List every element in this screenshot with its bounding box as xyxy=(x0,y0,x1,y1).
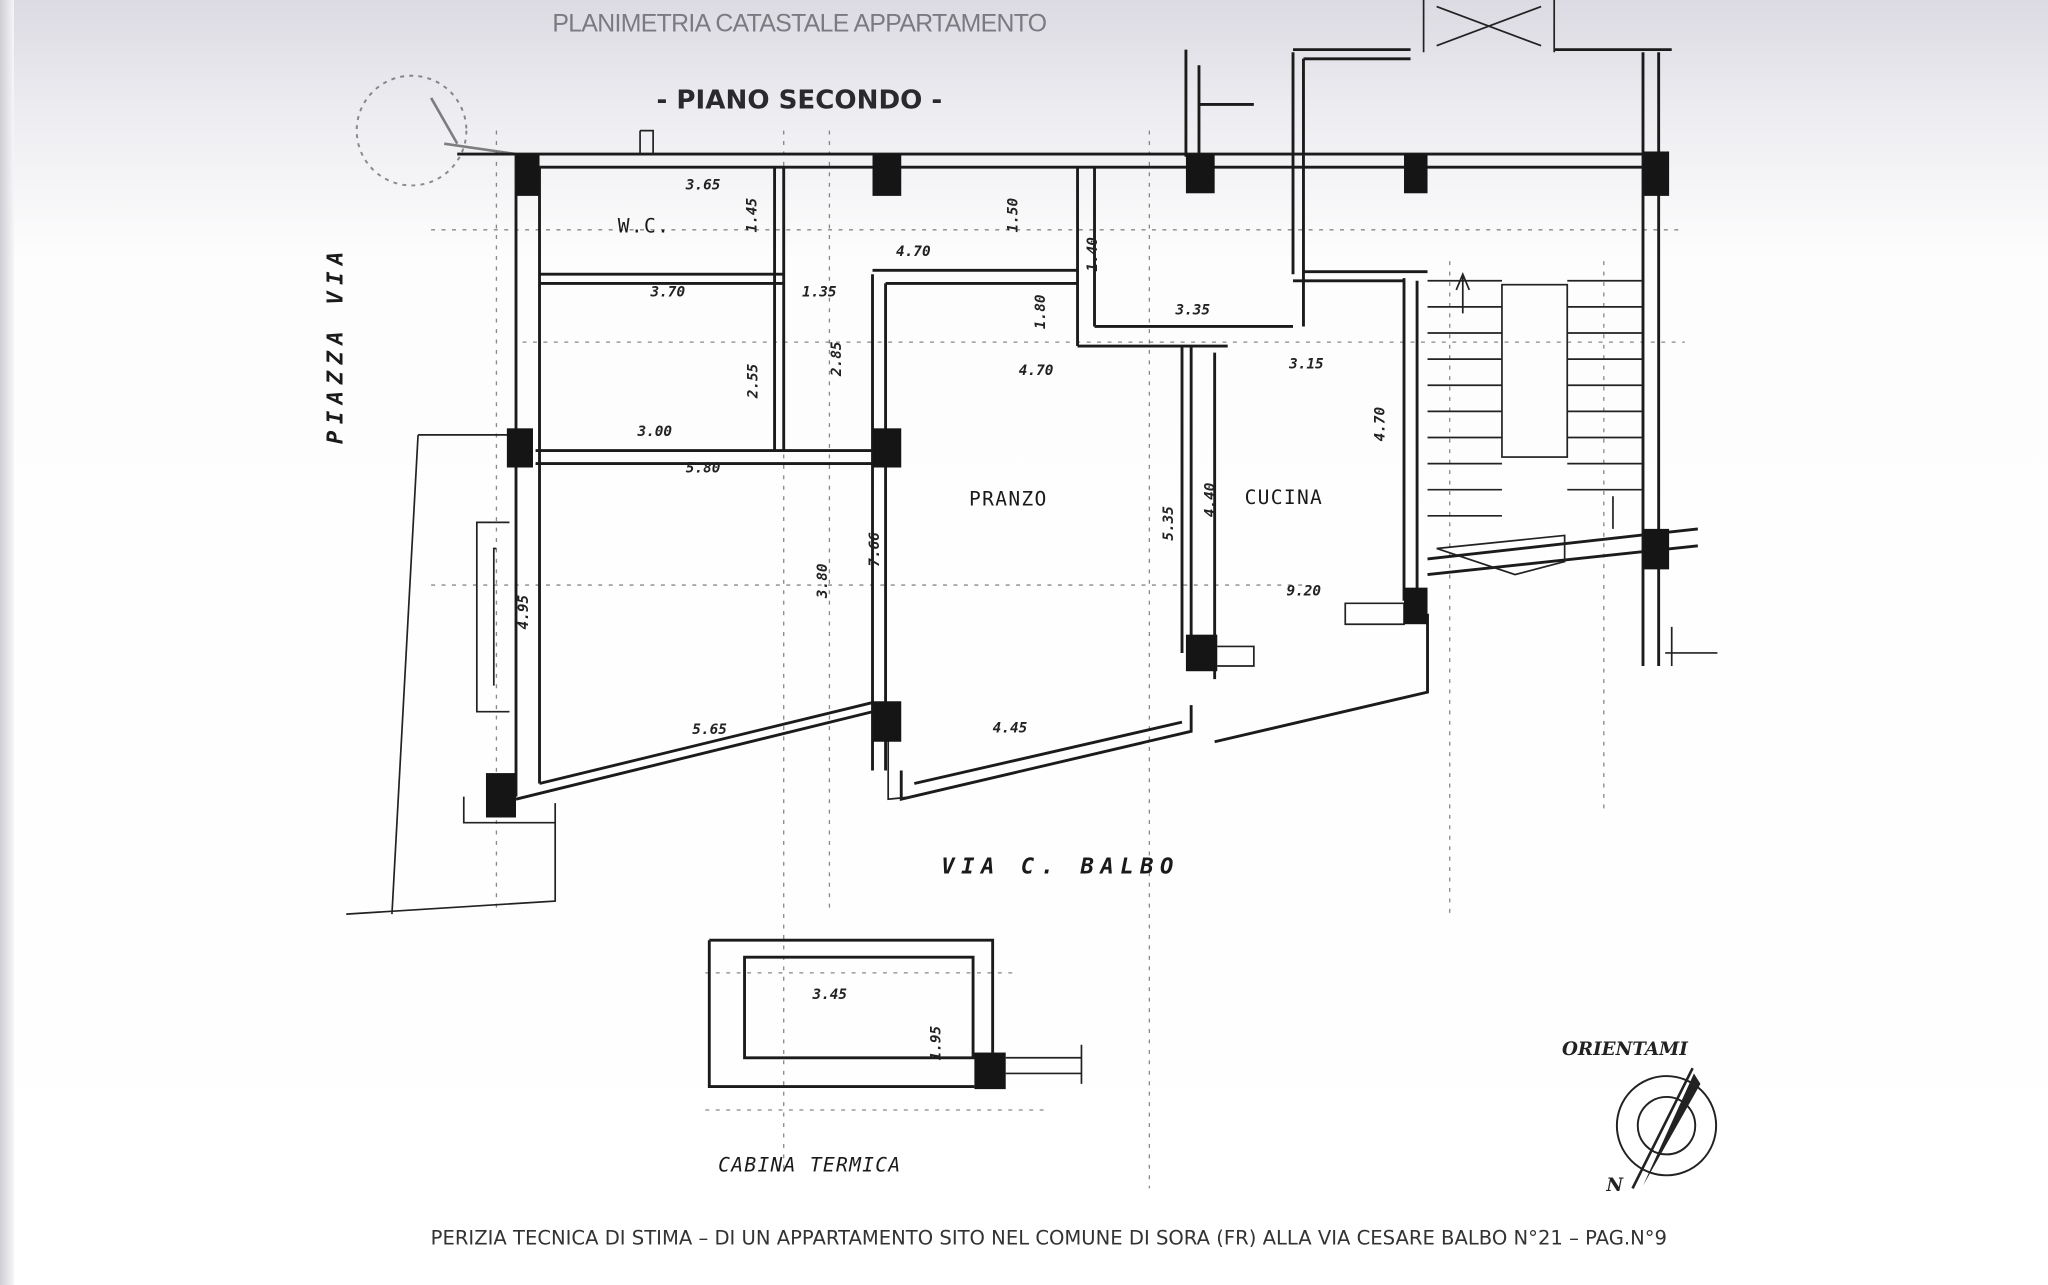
dim-label: 4.45 xyxy=(993,721,1028,737)
dim-label: 3.65 xyxy=(685,177,721,193)
pillars xyxy=(485,151,1670,1090)
dim-label: 3.15 xyxy=(1288,356,1324,372)
room-label-pranzo: PRANZO xyxy=(969,487,1048,510)
staircase xyxy=(1427,272,1643,529)
dim-label: 5.65 xyxy=(692,722,727,738)
dim-label: 3.70 xyxy=(650,284,686,300)
dim-label: 2.85 xyxy=(829,341,845,377)
dim-label: 1.35 xyxy=(802,284,837,300)
plan-title: PLANIMETRIA CATASTALE APPARTAMENTO xyxy=(552,10,1046,37)
dim-label: 5.35 xyxy=(1161,506,1177,541)
room-label-cucina: CUCINA xyxy=(1245,486,1324,509)
dim-label: 4.95 xyxy=(516,595,532,630)
compass-needle-icon xyxy=(1642,1073,1701,1186)
scan-edge xyxy=(0,0,14,1285)
dim-label: 5.80 xyxy=(686,461,721,477)
compass-outer-ring xyxy=(1615,1075,1718,1177)
compass-north: N xyxy=(1605,1175,1624,1196)
dim-label: 9.20 xyxy=(1286,583,1321,599)
dim-label: 1.95 xyxy=(928,1025,944,1060)
construction-grid xyxy=(431,130,1685,1189)
dim-label: 3.80 xyxy=(815,563,831,599)
page-footer: PERIZIA TECNICA DI STIMA – DI UN APPARTA… xyxy=(431,1227,1667,1250)
dim-label: 3.45 xyxy=(811,987,847,1003)
compass-inner-ring xyxy=(1636,1095,1697,1156)
cabina-termica xyxy=(707,938,1083,1088)
street-label-via-balbo: VIA C. BALBO xyxy=(941,854,1180,880)
dimension-labels: 3.65 1.45 1.50 4.70 1.40 3.70 1.35 1.80 … xyxy=(516,177,1389,1060)
room-label-cabina-termica: CABINA TERMICA xyxy=(718,1153,901,1176)
compass-label: ORIENTAMI xyxy=(1562,1039,1689,1060)
floor-subtitle: - PIANO SECONDO - xyxy=(657,85,943,115)
north-compass: ORIENTAMI N xyxy=(1562,1039,1718,1196)
dim-label: 1.45 xyxy=(744,198,760,233)
dim-label: 2.55 xyxy=(746,363,762,399)
dim-label: 1.50 xyxy=(1005,198,1021,233)
dim-label: 3.35 xyxy=(1174,303,1210,319)
dim-label: 1.40 xyxy=(1085,237,1101,272)
dim-label: 4.70 xyxy=(896,244,931,260)
dim-label: 4.40 xyxy=(1203,482,1219,517)
dim-label: 7.66 xyxy=(867,532,883,567)
dim-label: 3.00 xyxy=(636,424,672,440)
dim-label: 4.70 xyxy=(1372,406,1388,441)
dim-label: 1.80 xyxy=(1033,294,1049,329)
room-label-wc: W.C. xyxy=(618,214,670,237)
street-label-left: PIAZZA VIA xyxy=(322,245,348,444)
stamp-mark xyxy=(355,74,517,187)
dim-label: 4.70 xyxy=(1019,363,1054,379)
